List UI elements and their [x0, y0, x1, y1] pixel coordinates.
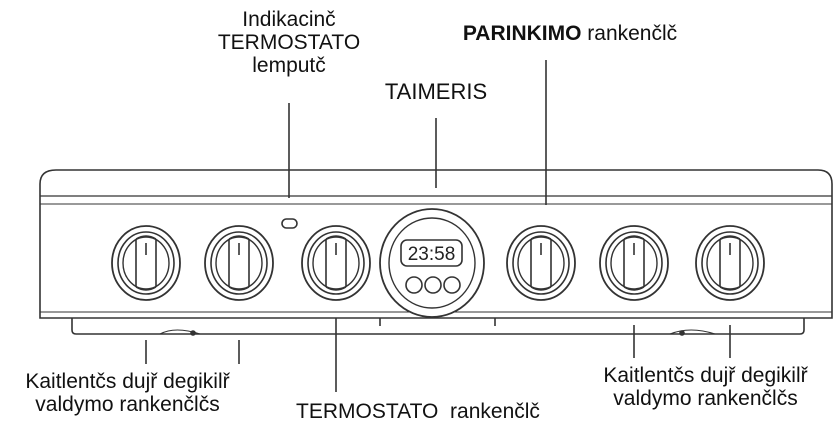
right-heaters-label-line2: valdymo rankenčlčs — [613, 387, 798, 410]
program-knob-label-bold: PARINKIMO — [462, 22, 582, 45]
timer-button-1[interactable] — [405, 276, 423, 294]
left-heaters-label-line2: valdymo rankenčlčs — [35, 393, 220, 416]
thermostat-lamp — [281, 218, 298, 229]
right-heater-knob-2[interactable] — [695, 225, 765, 301]
left-heater-knob-2[interactable] — [204, 225, 274, 301]
program-knob[interactable] — [506, 225, 576, 301]
timer-display-time: 23:58 — [408, 244, 456, 265]
thermostat-lamp-label-line2: TERMOSTATO — [217, 31, 361, 54]
right-heaters-label: Kaitlentčs dujř degikilř valdymo rankenč… — [578, 364, 833, 410]
program-knob-label: PARINKIMO rankenčlč — [420, 22, 720, 45]
timer-label: TAIMERIS — [384, 79, 488, 104]
timer: 23:58 — [379, 208, 485, 318]
thermostat-lamp-label-line3: lemputč — [252, 54, 326, 77]
leader-lines — [145, 60, 731, 392]
thermostat-lamp-label: Indikacinč TERMOSTATO lemputč — [199, 8, 379, 77]
right-heaters-label-line1: Kaitlentčs dujř degikilř — [603, 364, 808, 387]
left-heaters-label-line1: Kaitlentčs dujř degikilř — [25, 370, 230, 393]
left-heaters-label: Kaitlentčs dujř degikilř valdymo rankenč… — [0, 370, 255, 416]
timer-button-3[interactable] — [443, 276, 461, 294]
left-heater-knob-1[interactable] — [111, 225, 181, 301]
thermostat-knob-label: TERMOSTATO rankenčlč — [296, 400, 540, 423]
program-knob-label-rest: rankenčlč — [587, 22, 678, 45]
timer-button-2[interactable] — [424, 276, 442, 294]
timer-display — [400, 239, 463, 267]
right-heater-knob-1[interactable] — [599, 225, 669, 301]
thermostat-lamp-label-line1: Indikacinč — [242, 8, 336, 31]
control-panel — [39, 169, 833, 336]
thermostat-knob[interactable] — [301, 225, 371, 301]
